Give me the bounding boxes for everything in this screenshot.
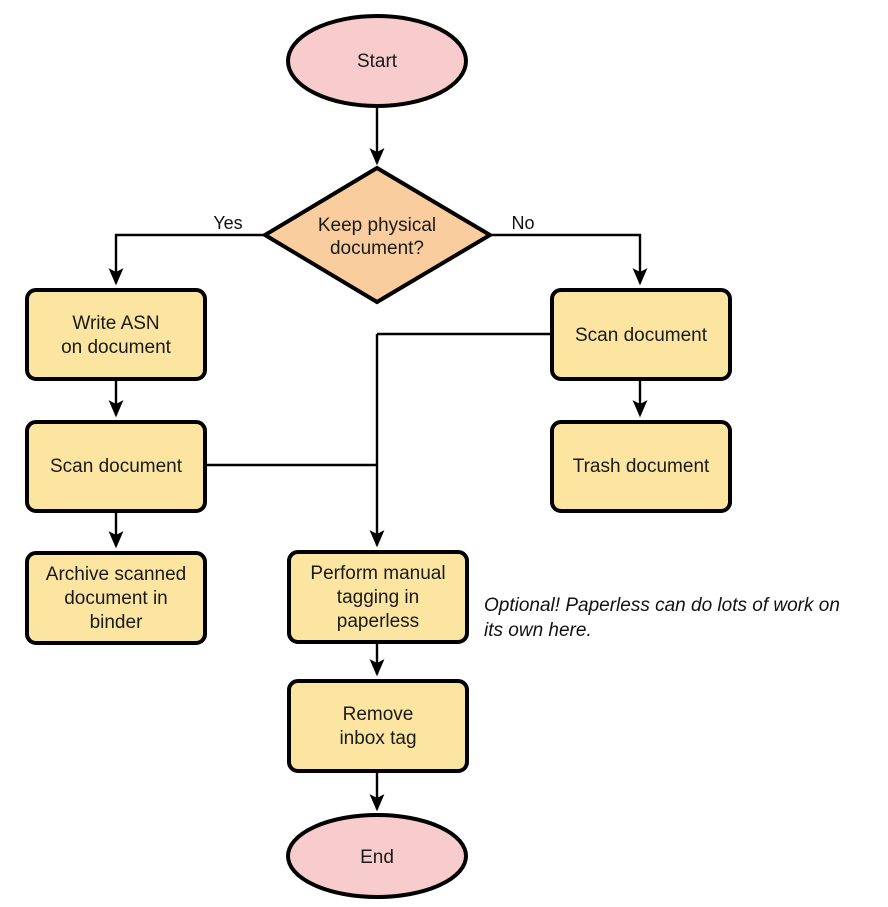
annotation-optional-note: Optional! Paperless can do lots of work … [484, 595, 840, 641]
end-ellipse-shape [286, 813, 468, 899]
archive-label-line3: binder [90, 612, 143, 633]
tagging-label-line3: paperless [337, 611, 419, 632]
node-end[interactable]: End [286, 813, 468, 899]
decision-label-line1: Keep physical [318, 215, 436, 236]
start-ellipse-shape [286, 14, 468, 108]
node-scan-document-left[interactable]: Scan document [25, 420, 207, 513]
node-start[interactable]: Start [286, 14, 468, 108]
node-decision-keep-physical-document[interactable]: Keep physical document? [261, 165, 494, 305]
write-asn-label-line2: on document [61, 337, 172, 358]
end-label: End [360, 847, 394, 868]
start-label: Start [357, 51, 398, 72]
node-remove-inbox-tag[interactable]: Remove inbox tag [287, 679, 469, 773]
remove-inbox-label-line1: Remove [343, 704, 414, 725]
connector-layer [108, 107, 648, 812]
scan-document-left-box-shape [25, 420, 207, 513]
write-asn-label-line1: Write ASN [72, 313, 159, 334]
edge-label-no: No [511, 213, 534, 233]
write-asn-box-shape [25, 288, 207, 381]
node-write-asn-on-document[interactable]: Write ASN on document [25, 288, 207, 381]
connector-decision-yes-to-write-asn [108, 233, 265, 286]
decision-label-line2: document? [330, 238, 424, 259]
connector-decision-no-to-scan-right [490, 233, 648, 286]
tagging-box-shape [287, 550, 469, 644]
archive-box-shape [25, 551, 207, 645]
optional-note-line2: its own here. [484, 620, 592, 641]
optional-note-line1: Optional! Paperless can do lots of work … [484, 595, 840, 616]
scan-document-right-box-shape [550, 288, 732, 381]
node-scan-document-right[interactable]: Scan document [550, 288, 732, 381]
remove-inbox-box-shape [287, 679, 469, 773]
trash-document-label: Trash document [573, 456, 710, 477]
archive-label-line2: document in [64, 588, 168, 609]
tagging-label-line2: tagging in [337, 587, 419, 608]
archive-label-line1: Archive scanned [46, 564, 186, 585]
scan-document-right-label: Scan document [575, 325, 708, 346]
decision-diamond-shape [261, 165, 494, 305]
remove-inbox-label-line2: inbox tag [339, 728, 416, 749]
trash-document-box-shape [550, 420, 732, 513]
edge-label-yes: Yes [213, 213, 242, 233]
node-archive-scanned-document[interactable]: Archive scanned document in binder [25, 551, 207, 645]
node-trash-document[interactable]: Trash document [550, 420, 732, 513]
tagging-label-line1: Perform manual [310, 563, 445, 584]
node-perform-manual-tagging[interactable]: Perform manual tagging in paperless [287, 550, 469, 644]
scan-document-left-label: Scan document [50, 456, 183, 477]
